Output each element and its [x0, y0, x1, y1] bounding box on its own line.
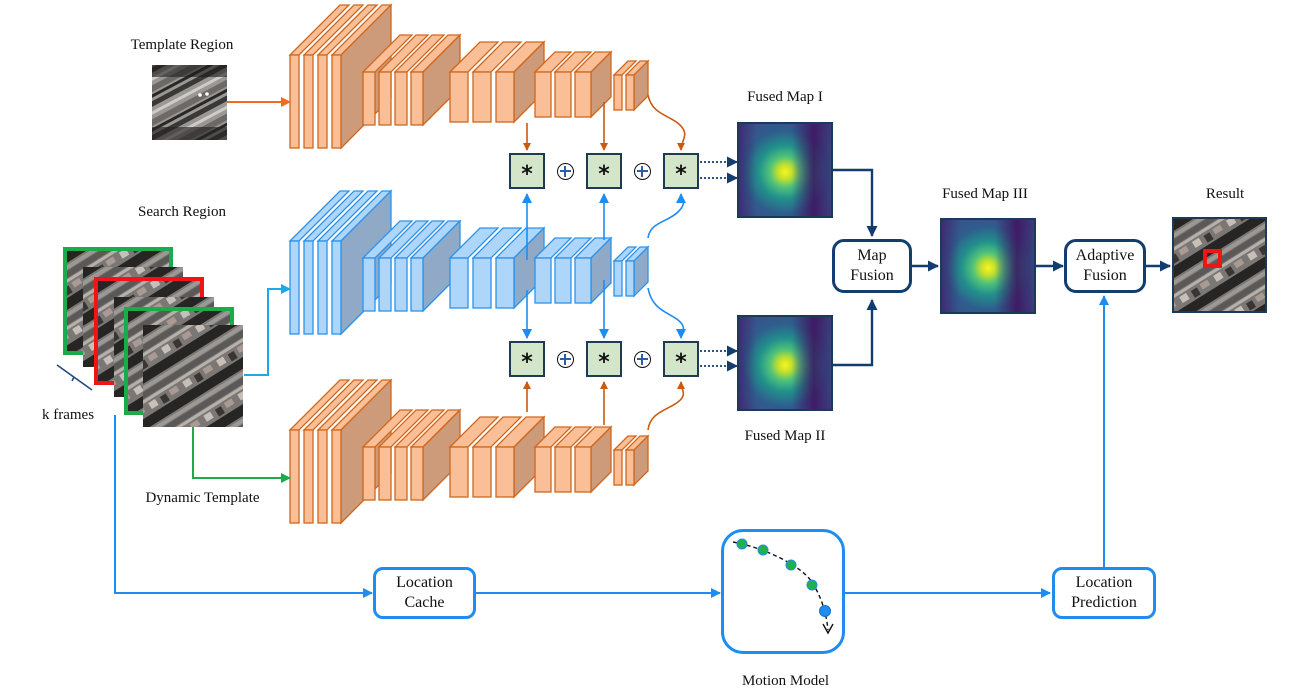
- tap-top-3: [647, 94, 686, 151]
- predicted-point: [819, 605, 831, 617]
- map-fusion-node: Map Fusion: [832, 239, 912, 293]
- layer-slab: [377, 34, 430, 126]
- layer-slab: [361, 34, 414, 126]
- track-point: [757, 544, 769, 556]
- layer-slab: [494, 40, 546, 124]
- layer-slab: [612, 435, 638, 486]
- layer-slab: [612, 246, 638, 297]
- motion-model-label: Motion Model: [741, 673, 830, 689]
- search-region-label: Search Region: [138, 204, 226, 220]
- layer-slab: [316, 379, 379, 524]
- layer-slab: [573, 50, 613, 119]
- result-label: Result: [1205, 186, 1245, 202]
- k-frames-label: k frames: [41, 407, 95, 423]
- layer-slab: [553, 426, 593, 493]
- layer-slab: [494, 226, 546, 310]
- layer-slab: [361, 409, 414, 501]
- location-prediction-line-2: Prediction: [1071, 594, 1137, 611]
- layer-slab: [393, 220, 446, 312]
- tap-mid-up-3: [647, 193, 687, 239]
- layer-slab: [393, 409, 446, 501]
- fused-map-1: [737, 122, 833, 218]
- layer-slab: [448, 41, 500, 123]
- layer-slab: [612, 60, 638, 111]
- layer-slab: [624, 434, 650, 487]
- layer-slab: [471, 416, 523, 498]
- fused-map-3: [940, 218, 1036, 314]
- layer-slab: [533, 426, 573, 493]
- layer-slab: [302, 4, 365, 149]
- fused-map-2: [737, 315, 833, 411]
- location-cache-node: Location Cache: [373, 567, 476, 619]
- correlation-op-bot-2: *: [586, 341, 622, 377]
- dynamic-template-label: Dynamic Template: [145, 490, 260, 506]
- layer-slab: [361, 220, 414, 312]
- fused-map-2-to-map-fusion: [833, 299, 878, 367]
- layer-slab: [448, 416, 500, 498]
- sum-op-bot-2: [634, 351, 651, 368]
- fused-map-1-to-map-fusion: [833, 168, 878, 237]
- template-region-label: Template Region: [130, 37, 234, 53]
- tap-mid-down-3: [647, 287, 687, 339]
- layer-slab: [553, 237, 593, 304]
- layer-slab: [448, 227, 500, 309]
- layer-slab: [409, 33, 462, 127]
- template-backbone: [288, 3, 650, 150]
- fused-map-2-label: Fused Map II: [744, 428, 826, 444]
- adaptive-fusion-node: Adaptive Fusion: [1064, 239, 1146, 293]
- correlation-op-top-2: *: [586, 153, 622, 189]
- correlation-op-top-3: *: [663, 153, 699, 189]
- layer-slab: [377, 409, 430, 501]
- search-backbone: [288, 189, 650, 336]
- sum-op-bot-1: [557, 351, 574, 368]
- adaptive-fusion-line-1: Adaptive: [1075, 247, 1135, 264]
- layer-slab: [494, 415, 546, 499]
- location-prediction-node: Location Prediction: [1052, 567, 1156, 619]
- location-cache-line-2: Cache: [404, 594, 445, 611]
- correlation-op-bot-3: *: [663, 341, 699, 377]
- location-cache-line-1: Location: [396, 574, 453, 591]
- layer-slab: [573, 425, 613, 494]
- layer-slab: [409, 408, 462, 502]
- location-prediction-line-1: Location: [1075, 574, 1133, 591]
- fused-map-3-label: Fused Map III: [942, 186, 1028, 202]
- layer-slab: [393, 34, 446, 126]
- map-fusion-line-1: Map: [857, 247, 887, 264]
- dynamic-template-backbone: [288, 378, 650, 525]
- motion-model-node: [721, 529, 845, 654]
- layer-slab: [533, 237, 573, 304]
- template-region-thumbnail: [152, 65, 227, 140]
- track-point: [806, 579, 818, 591]
- layer-slab: [302, 379, 365, 524]
- layer-slab: [316, 4, 379, 149]
- layer-slab: [471, 41, 523, 123]
- track-point: [785, 559, 797, 571]
- sum-op-top-2: [634, 163, 651, 180]
- dynamic-template-arrow: [192, 426, 291, 483]
- layer-slab: [302, 190, 365, 335]
- result-bounding-box: [1203, 249, 1222, 268]
- result-thumbnail: [1172, 217, 1267, 313]
- map-fusion-line-2: Fusion: [850, 267, 894, 284]
- layer-slab: [533, 51, 573, 118]
- tap-bot-3: [647, 381, 686, 431]
- layer-slab: [377, 220, 430, 312]
- layer-slab: [553, 51, 593, 118]
- layer-slab: [471, 227, 523, 309]
- fused-map-1-label: Fused Map I: [747, 89, 823, 105]
- layer-slab: [624, 245, 650, 298]
- search-to-backbone-arrow: [244, 284, 291, 376]
- k-frames-brace: [56, 364, 93, 391]
- correlation-op-top-1: *: [509, 153, 545, 189]
- sum-op-top-1: [557, 163, 574, 180]
- layer-slab: [573, 236, 613, 305]
- adaptive-fusion-line-2: Fusion: [1083, 267, 1127, 284]
- correlation-op-bot-1: *: [509, 341, 545, 377]
- search-frame-current: [143, 325, 243, 427]
- layer-slab: [316, 190, 379, 335]
- k-frames-to-location-cache: [114, 415, 373, 598]
